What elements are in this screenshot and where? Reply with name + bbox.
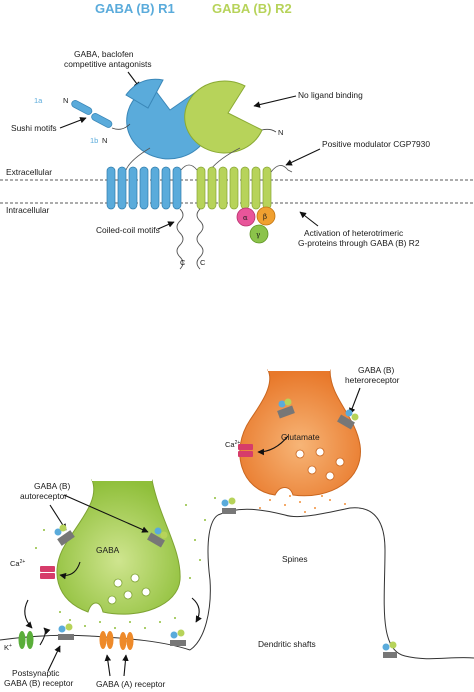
gaba-terminal <box>56 479 181 615</box>
autoreceptor-label: GABA (B) autoreceptor <box>20 481 73 501</box>
n-terminus-left-2: N <box>102 136 107 145</box>
n-terminus-left: N <box>63 96 68 105</box>
ca-top-inhibition-arrow <box>257 435 289 456</box>
ca-left-label: Ca2+ <box>10 559 25 568</box>
sushi-motif-2 <box>91 113 113 128</box>
shaft-receptor-right <box>382 641 397 658</box>
sushi-1b-label: 1b <box>90 136 98 145</box>
activation-label: Activation of heterotrimeric G-proteins … <box>298 228 420 248</box>
heteroreceptor-label: GABA (B) heteroreceptor <box>345 365 400 385</box>
postsynaptic-arrow <box>47 645 61 672</box>
gaba-b-r1-title: GABA (B) R1 <box>95 1 175 16</box>
intracellular-label: Intracellular <box>6 205 50 215</box>
r1-r2-loop <box>180 164 198 171</box>
activation-arrow <box>299 211 319 227</box>
glutamate-terminal <box>239 369 361 497</box>
k-efflux-arrow <box>39 627 51 646</box>
release-curve-arrow-right <box>191 597 202 623</box>
glutamate-vesicles <box>295 447 345 481</box>
coiled-coil-label: Coiled-coil motifs <box>96 225 160 235</box>
ca-channel-top-2 <box>238 451 253 457</box>
gaba-label: GABA <box>96 545 120 555</box>
gaba-b-r2-title: GABA (B) R2 <box>212 1 292 16</box>
gaba-release-dots <box>35 497 216 629</box>
autoreceptor-arrow-2 <box>63 494 149 533</box>
r2-c-loop <box>270 165 293 173</box>
sushi-1a-label: 1a <box>34 96 43 105</box>
gaba-a-arrow-1 <box>104 654 112 677</box>
r2-extracellular-domain <box>184 80 263 154</box>
g-protein-gamma <box>249 224 269 244</box>
r2-n-linker <box>261 128 277 133</box>
gaba-vesicles <box>107 573 151 605</box>
coiled-coil-arrow <box>157 221 175 230</box>
alpha-symbol: α <box>243 214 248 222</box>
postsynaptic-label: Postsynaptic GABA (B) receptor <box>4 668 74 688</box>
r1-transmembrane-helices <box>106 166 182 210</box>
spine-receptor <box>221 497 236 514</box>
ca-channel-top <box>238 444 253 450</box>
gamma-symbol: γ <box>256 231 260 239</box>
no-ligand-arrow <box>253 95 297 108</box>
n-terminus-right: N <box>278 128 283 137</box>
receptor-structure-panel: GABA (B) R1 GABA (B) R2 GABA, baclofen c… <box>0 1 474 270</box>
heteroreceptor-1 <box>277 398 295 419</box>
k-channel-2 <box>26 631 34 649</box>
glutamate-label: Glutamate <box>281 432 320 442</box>
synapse-panel: Glutamate GABA (B) heteroreceptor Ca2+ S… <box>0 365 474 689</box>
k-channel-1 <box>18 631 26 649</box>
postsynaptic-gaba-b-receptor <box>58 623 74 640</box>
r2-transmembrane-helices <box>196 166 272 210</box>
gaba-a-receptor-2 <box>119 632 134 650</box>
postsynaptic-gaba-b-receptor-2 <box>170 629 186 646</box>
no-ligand-label: No ligand binding <box>298 90 363 100</box>
spine-membrane <box>217 507 474 660</box>
coiled-coil-r2 <box>196 208 204 270</box>
sushi-linker <box>111 123 131 130</box>
autoreceptor-2 <box>147 527 168 548</box>
autoreceptor-1 <box>54 524 75 546</box>
sushi-motif-1 <box>71 100 93 115</box>
spines-label: Spines <box>282 554 308 564</box>
modulator-label: Positive modulator CGP7930 <box>322 139 430 149</box>
beta-symbol: β <box>263 213 267 221</box>
g-protein-alpha <box>236 207 256 227</box>
c-terminus-right: C <box>200 258 206 267</box>
sushi-arrow <box>59 117 87 129</box>
k-label: K+ <box>4 643 12 652</box>
r1-stalk <box>125 147 151 171</box>
ca-channel-left-2 <box>40 573 55 579</box>
spine-neck <box>189 514 219 651</box>
heteroreceptor-2 <box>337 409 359 430</box>
dendritic-shafts-label: Dendritic shafts <box>258 639 316 649</box>
g-protein-beta <box>256 206 276 226</box>
gaba-a-receptor-1 <box>99 631 114 649</box>
heteroreceptor-arrow <box>349 387 361 415</box>
antagonists-label: GABA, baclofen competitive antagonists <box>64 49 152 69</box>
ca-top-label: Ca2+ <box>225 440 240 449</box>
r1-upper-lobe <box>125 78 164 109</box>
c-terminus-left: C <box>180 258 186 267</box>
glutamate-release-dots <box>259 495 346 513</box>
release-curve-arrow-left <box>24 599 33 629</box>
gaba-a-arrow-2 <box>122 654 129 677</box>
ca-channel-left <box>40 566 55 572</box>
extracellular-label: Extracellular <box>6 167 52 177</box>
modulator-arrow <box>285 148 321 166</box>
ca-left-inhibition-arrow <box>59 561 81 580</box>
sushi-motifs-label: Sushi motifs <box>11 123 57 133</box>
gaba-a-label: GABA (A) receptor <box>96 679 166 689</box>
coiled-coil-r1 <box>176 208 184 270</box>
